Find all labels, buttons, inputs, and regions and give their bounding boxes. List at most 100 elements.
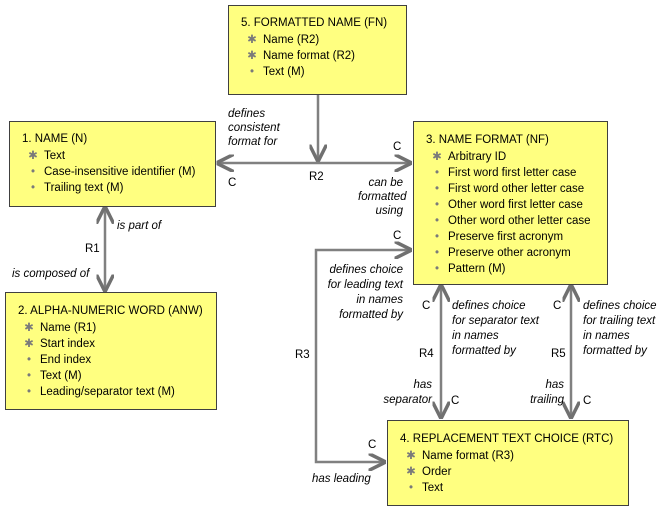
- r2-phrase-nf: can be formatted using: [358, 177, 407, 217]
- attribute: • Leading/separator text (M): [18, 384, 216, 400]
- r4-id: R4: [419, 348, 434, 360]
- attribute: ✱ Start index: [18, 336, 216, 352]
- attribute-label: First word other letter case: [448, 183, 585, 195]
- r3-mult-nf: C: [393, 230, 402, 242]
- attribute-label: Pattern (M): [448, 263, 506, 275]
- attribute-label: Start index: [40, 338, 95, 350]
- attribute: • Text (M): [18, 368, 216, 384]
- bullet-dot-icon: •: [434, 231, 440, 243]
- attribute: ✱ Order: [400, 464, 628, 480]
- attribute: ✱ Name (R1): [18, 320, 216, 336]
- identifier-star-icon: ✱: [28, 150, 38, 162]
- attribute: • Text: [400, 480, 628, 496]
- r5-id: R5: [551, 348, 566, 360]
- attribute-label: Text (M): [263, 66, 305, 78]
- r5-phrase-rtc: has trailing: [530, 379, 564, 406]
- identifier-star-icon: ✱: [432, 151, 442, 163]
- entity-name: 1. NAME (N) ✱ Text • Case-insensitive iden…: [9, 121, 216, 207]
- bullet-dot-icon: •: [249, 66, 255, 78]
- attribute: • Case-insensitive identifier (M): [22, 164, 215, 180]
- bullet-dot-icon: •: [30, 182, 36, 194]
- attribute-label: Text: [44, 150, 66, 162]
- r1-id: R1: [85, 243, 100, 255]
- attribute-label: Name format (R3): [422, 450, 515, 462]
- r5-mult-rtc: C: [583, 395, 592, 407]
- r2-mult-right: C: [393, 141, 402, 153]
- r2-id: R2: [309, 171, 324, 183]
- attribute-label: Text (M): [40, 370, 82, 382]
- r5-phrase-nf: defines choice for trailing text in name…: [583, 300, 657, 357]
- attribute: ✱ Text: [22, 148, 215, 164]
- identifier-star-icon: ✱: [24, 322, 34, 334]
- r5-mult-nf: C: [553, 300, 562, 312]
- attribute: • Preserve other acronym: [426, 245, 607, 261]
- bullet-dot-icon: •: [434, 215, 440, 227]
- attribute-label: Name (R1): [40, 322, 97, 334]
- bullet-dot-icon: •: [26, 386, 32, 398]
- attribute: ✱ Name (R2): [241, 32, 406, 48]
- entity-replacement-text-choice: 4. REPLACEMENT TEXT CHOICE (RTC) ✱ Name f…: [387, 420, 629, 506]
- attribute-label: Name (R2): [263, 34, 320, 46]
- bullet-dot-icon: •: [26, 354, 32, 366]
- attribute: • Other word first letter case: [426, 197, 607, 213]
- r4-phrase-rtc: has separator: [383, 379, 432, 406]
- entity-alpha-numeric-word: 2. ALPHA-NUMERIC WORD (ANW) ✱ Name (R1) ✱…: [5, 292, 217, 410]
- attribute-label: Leading/separator text (M): [40, 386, 175, 398]
- r4-mult-nf: C: [422, 300, 431, 312]
- identifier-star-icon: ✱: [24, 338, 34, 350]
- entity-title: 4. REPLACEMENT TEXT CHOICE (RTC): [400, 433, 614, 445]
- attribute-label: Other word other letter case: [448, 215, 591, 227]
- attribute: • End index: [18, 352, 216, 368]
- bullet-dot-icon: •: [30, 166, 36, 178]
- r3-id: R3: [295, 349, 310, 361]
- attribute-label: Preserve first acronym: [448, 231, 564, 243]
- r4-mult-rtc: C: [451, 395, 460, 407]
- identifier-star-icon: ✱: [247, 50, 257, 62]
- attribute-label: Order: [422, 466, 452, 478]
- attribute-label: Name format (R2): [263, 50, 356, 62]
- attribute: ✱ Name format (R3): [400, 448, 628, 464]
- attribute: • First word first letter case: [426, 165, 607, 181]
- attribute: ✱ Name format (R2): [241, 48, 406, 64]
- attribute: ✱ Arbitrary ID: [426, 149, 607, 165]
- bullet-dot-icon: •: [408, 482, 414, 494]
- attribute: • Other word other letter case: [426, 213, 607, 229]
- bullet-dot-icon: •: [434, 183, 440, 195]
- attribute-label: First word first letter case: [448, 167, 577, 179]
- attribute: • Preserve first acronym: [426, 229, 607, 245]
- attribute-label: Case-insensitive identifier (M): [44, 166, 196, 178]
- r4-phrase-nf: defines choice for separator text in nam…: [452, 300, 539, 357]
- bullet-dot-icon: •: [434, 263, 440, 275]
- r2-mult-left: C: [228, 177, 237, 189]
- attribute-label: Preserve other acronym: [448, 247, 571, 259]
- bullet-dot-icon: •: [434, 247, 440, 259]
- identifier-star-icon: ✱: [247, 34, 257, 46]
- entity-title: 1. NAME (N): [22, 133, 88, 145]
- r3-phrase-rtc: has leading: [312, 473, 371, 485]
- r3-phrase-nf: defines choice for leading text in names…: [327, 264, 403, 321]
- r2-phrase-fn: defines consistent format for: [228, 108, 280, 148]
- entity-formatted-name: 5. FORMATTED NAME (FN) ✱ Name (R2) ✱ Name …: [228, 5, 407, 95]
- attribute-label: Trailing text (M): [44, 182, 124, 194]
- r3-mult-rtc: C: [368, 439, 377, 451]
- bullet-dot-icon: •: [434, 199, 440, 211]
- entity-title: 2. ALPHA-NUMERIC WORD (ANW): [18, 305, 203, 317]
- attribute: • Trailing text (M): [22, 180, 215, 196]
- attribute: • Text (M): [241, 64, 406, 80]
- attribute-label: End index: [40, 354, 92, 366]
- attribute: • First word other letter case: [426, 181, 607, 197]
- attribute-label: Other word first letter case: [448, 199, 583, 211]
- attribute-label: Arbitrary ID: [448, 151, 507, 163]
- attribute: • Pattern (M): [426, 261, 607, 277]
- bullet-dot-icon: •: [26, 370, 32, 382]
- r1-phrase-up: is part of: [117, 220, 162, 232]
- attribute-label: Text: [422, 482, 444, 494]
- entity-title: 5. FORMATTED NAME (FN): [241, 17, 388, 29]
- bullet-dot-icon: •: [434, 167, 440, 179]
- identifier-star-icon: ✱: [406, 466, 416, 478]
- identifier-star-icon: ✱: [406, 450, 416, 462]
- line-r3: [314, 250, 410, 462]
- entity-name-format: 3. NAME FORMAT (NF) ✱Arbitrary ID •First…: [413, 121, 608, 285]
- r1-phrase-down: is composed of: [12, 268, 90, 280]
